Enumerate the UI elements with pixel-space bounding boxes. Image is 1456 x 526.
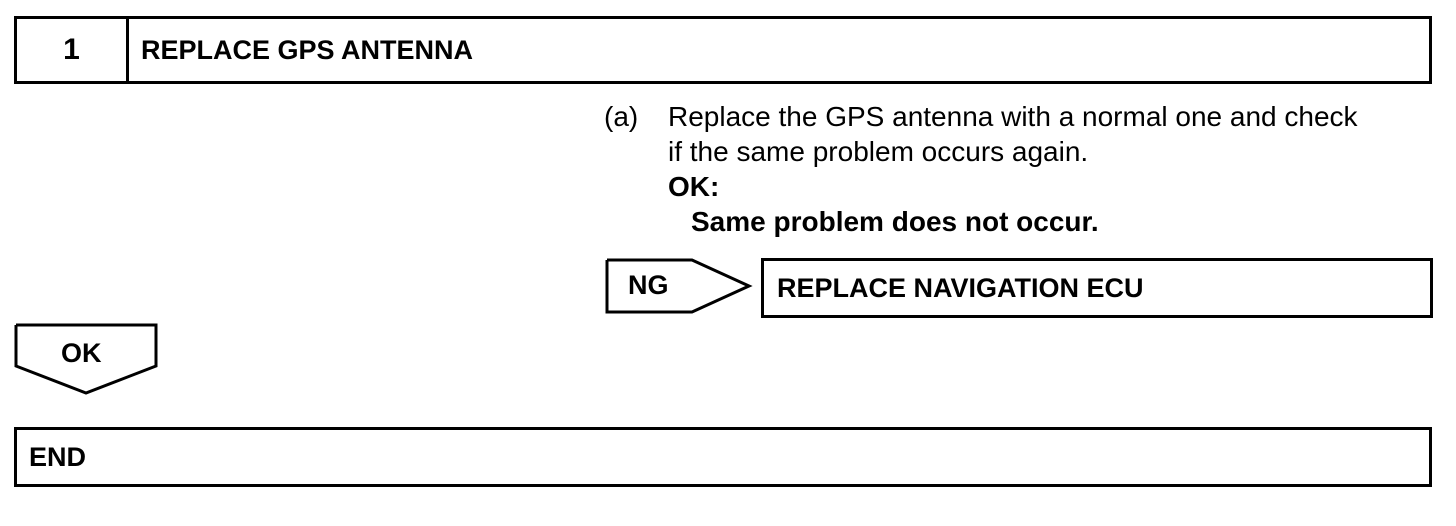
ng-result-box: REPLACE NAVIGATION ECU	[761, 258, 1433, 318]
ng-label: NG	[628, 270, 669, 300]
instruction-marker: (a)	[604, 101, 639, 132]
ok-criterion: Same problem does not occur.	[691, 206, 1099, 237]
ok-label: OK	[61, 338, 102, 368]
step-title: REPLACE GPS ANTENNA	[141, 34, 474, 65]
ng-arrow-shape	[605, 258, 753, 314]
instruction-block: (a) Replace the GPS antenna with a norma…	[604, 99, 1434, 239]
end-box: END	[14, 427, 1432, 487]
ok-arrow-shape	[14, 323, 158, 395]
step-number: 1	[17, 19, 129, 81]
instruction-line-1: Replace the GPS antenna with a normal on…	[668, 101, 1358, 132]
step-header: 1 REPLACE GPS ANTENNA	[14, 16, 1432, 84]
ok-heading: OK:	[668, 171, 720, 202]
instruction-line-2: if the same problem occurs again.	[668, 136, 1089, 167]
